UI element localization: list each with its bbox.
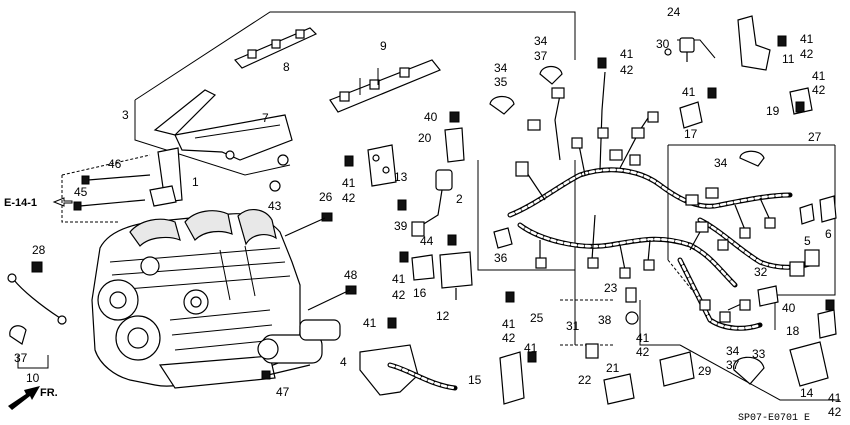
callout-33: 33: [752, 347, 766, 361]
callout-41-j: 41: [636, 331, 650, 345]
callout-37-mid: 37: [534, 49, 548, 63]
callout-42-h: 42: [502, 331, 516, 345]
callout-37-left: 37: [14, 351, 28, 365]
callout-15: 15: [468, 373, 482, 387]
callout-10: 10: [26, 371, 40, 385]
callout-43: 43: [268, 199, 282, 213]
callout-41-f: 41: [800, 32, 814, 46]
callout-41-i: 41: [524, 341, 538, 355]
callout-19: 19: [766, 104, 780, 118]
callout-16: 16: [413, 286, 427, 300]
callout-40-right: 40: [782, 301, 796, 315]
callout-24: 24: [667, 5, 681, 19]
callout-48: 48: [344, 268, 358, 282]
callout-31: 31: [566, 319, 580, 333]
callout-9: 9: [380, 39, 387, 53]
callout-4: 4: [340, 355, 347, 369]
callout-23: 23: [604, 281, 618, 295]
callout-25: 25: [530, 311, 544, 325]
callout-44: 44: [420, 234, 434, 248]
starter-area: [257, 317, 458, 396]
callout-8: 8: [283, 60, 290, 74]
callout-41-a: 41: [342, 176, 356, 190]
diagram-ref-code: SP07-E0701 E: [738, 413, 810, 424]
callout-36: 36: [494, 251, 508, 265]
callout-26: 26: [319, 190, 333, 204]
front-arrow-icon: [8, 386, 40, 410]
callout-30: 30: [656, 37, 670, 51]
callout-40-mid: 40: [424, 110, 438, 124]
callout-34-mid: 34: [534, 34, 548, 48]
callout-41-k: 41: [828, 391, 842, 405]
right-parts: [489, 15, 837, 405]
callout-1: 1: [192, 175, 199, 189]
callout-47: 47: [276, 385, 290, 399]
callout-11: 11: [782, 52, 795, 66]
page-ref-label[interactable]: E-14-1: [4, 197, 37, 209]
callouts: 1 2 3 4 5 6 7 8 9 10 11 12 13 14 15 16 1…: [14, 5, 842, 419]
callout-42-k: 42: [828, 405, 842, 419]
upper-brackets: [153, 27, 441, 166]
callout-2: 2: [456, 192, 463, 206]
callout-46: 46: [108, 157, 122, 171]
callout-42-j: 42: [636, 345, 650, 359]
callout-7: 7: [262, 111, 269, 125]
callout-45: 45: [74, 185, 88, 199]
callout-38: 38: [598, 313, 612, 327]
page-reference[interactable]: E-14-1: [4, 197, 73, 209]
callout-28: 28: [32, 243, 46, 257]
engine-assembly: [91, 209, 301, 389]
callout-42-d: 42: [620, 63, 634, 77]
callout-41-b: 41: [392, 272, 406, 286]
callout-42-b: 42: [392, 288, 406, 302]
callout-35: 35: [494, 75, 508, 89]
callout-3: 3: [122, 108, 129, 122]
callout-42-g: 42: [812, 83, 826, 97]
middle-parts: [344, 111, 513, 300]
direction-label: FR.: [40, 387, 58, 399]
callout-42-f: 42: [800, 47, 814, 61]
callout-34-top: 34: [494, 61, 508, 75]
callout-17: 17: [684, 127, 698, 141]
callout-34-right: 34: [714, 156, 728, 170]
callout-41-d: 41: [620, 47, 634, 61]
arrow-left-icon: [52, 197, 73, 207]
callout-18: 18: [786, 324, 800, 338]
front-direction: FR.: [8, 386, 58, 410]
callout-6: 6: [825, 227, 832, 241]
callout-42-a: 42: [342, 191, 356, 205]
callout-14: 14: [800, 386, 814, 400]
callout-12: 12: [436, 309, 450, 323]
callout-37-low: 37: [726, 358, 740, 372]
callout-41-g: 41: [812, 69, 826, 83]
callout-22: 22: [578, 373, 592, 387]
callout-13: 13: [394, 170, 408, 184]
callout-20: 20: [418, 131, 432, 145]
callout-32: 32: [754, 265, 768, 279]
left-parts: [7, 147, 357, 345]
callout-39: 39: [394, 219, 408, 233]
callout-27: 27: [808, 130, 822, 144]
callout-41-h: 41: [502, 317, 516, 331]
callout-5: 5: [804, 234, 811, 248]
main-harness: [507, 71, 820, 331]
callout-29: 29: [698, 364, 712, 378]
callout-21: 21: [606, 361, 620, 375]
callout-41-e: 41: [682, 85, 696, 99]
callout-41-c: 41: [363, 316, 377, 330]
callout-34-low: 34: [726, 344, 740, 358]
